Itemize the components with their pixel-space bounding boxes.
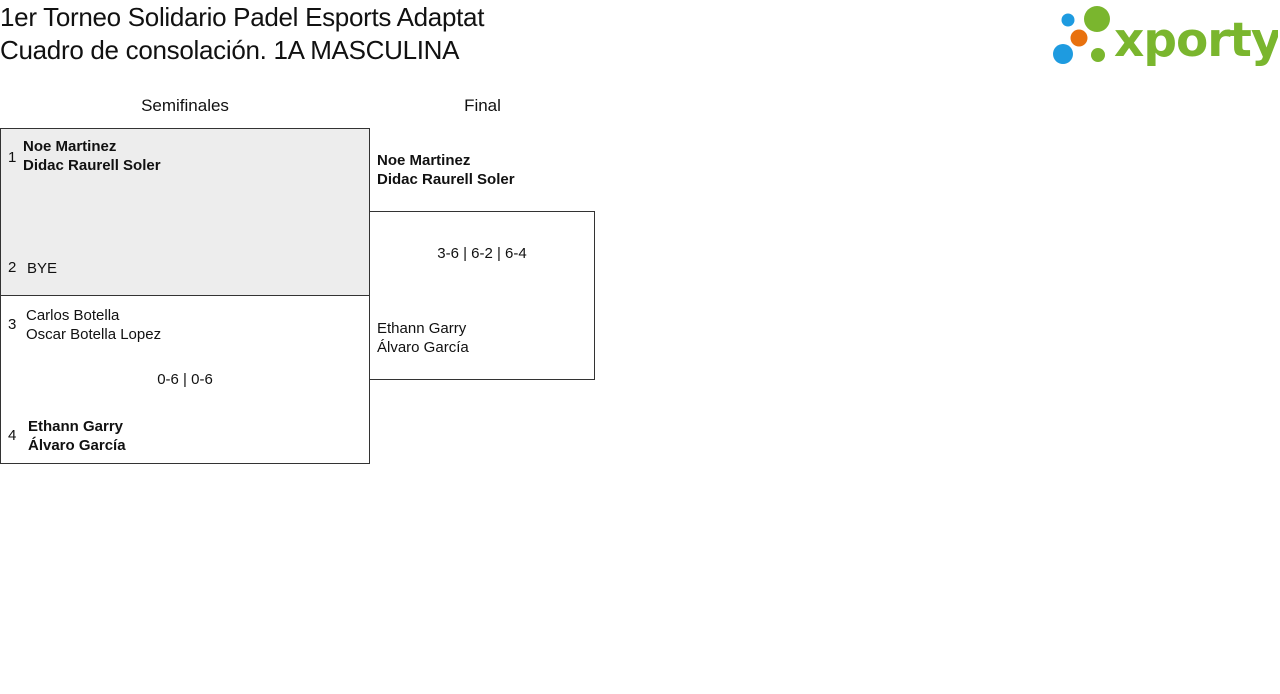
final-match[interactable]: 3-6 | 6-2 | 6-4 Ethann Garry Álvaro Garc…: [369, 211, 595, 380]
semifinal-match-2[interactable]: 3 Carlos Botella Oscar Botella Lopez 0-6…: [0, 295, 370, 464]
svg-text:xporty: xporty: [1114, 13, 1278, 66]
team-entry-winner[interactable]: Ethann Garry Álvaro García: [28, 417, 126, 455]
team-entry-winner[interactable]: Noe Martinez Didac Raurell Soler: [23, 137, 161, 175]
seed-number: 2: [8, 259, 17, 276]
team-entry-bye: BYE: [27, 259, 57, 278]
final-team[interactable]: Ethann Garry Álvaro García: [377, 319, 469, 357]
round-header-semifinals: Semifinales: [141, 96, 229, 115]
final-team-winner[interactable]: Noe Martinez Didac Raurell Soler: [377, 151, 515, 189]
team-entry[interactable]: Carlos Botella Oscar Botella Lopez: [26, 306, 161, 344]
player-name: BYE: [27, 260, 58, 277]
semifinal-match-1[interactable]: 1 Noe Martinez Didac Raurell Soler 2 BYE: [0, 128, 370, 296]
player-name: Álvaro García: [377, 339, 469, 356]
seed-number: 4: [8, 427, 17, 444]
player-name: Ethann Garry: [377, 320, 467, 337]
seed-number: 3: [8, 316, 17, 333]
match-score: 3-6 | 6-2 | 6-4: [437, 245, 527, 262]
player-name: Álvaro García: [28, 437, 126, 454]
player-name: Carlos Botella: [26, 307, 120, 324]
tournament-title: 1er Torneo Solidario Padel Esports Adapt…: [0, 2, 485, 32]
player-name: Noe Martinez: [377, 152, 471, 169]
round-header-final: Final: [464, 96, 501, 115]
xporty-logo-icon: xporty: [1053, 6, 1280, 68]
player-name: Ethann Garry: [28, 418, 124, 435]
match-score: 0-6 | 0-6: [157, 371, 213, 388]
player-name: Didac Raurell Soler: [377, 171, 515, 188]
seed-number: 1: [8, 149, 17, 166]
draw-subtitle: Cuadro de consolación. 1A MASCULINA: [0, 35, 460, 65]
xporty-logo[interactable]: xporty: [1052, 4, 1280, 68]
player-name: Didac Raurell Soler: [23, 157, 161, 174]
player-name: Noe Martinez: [23, 138, 117, 155]
player-name: Oscar Botella Lopez: [26, 326, 162, 343]
